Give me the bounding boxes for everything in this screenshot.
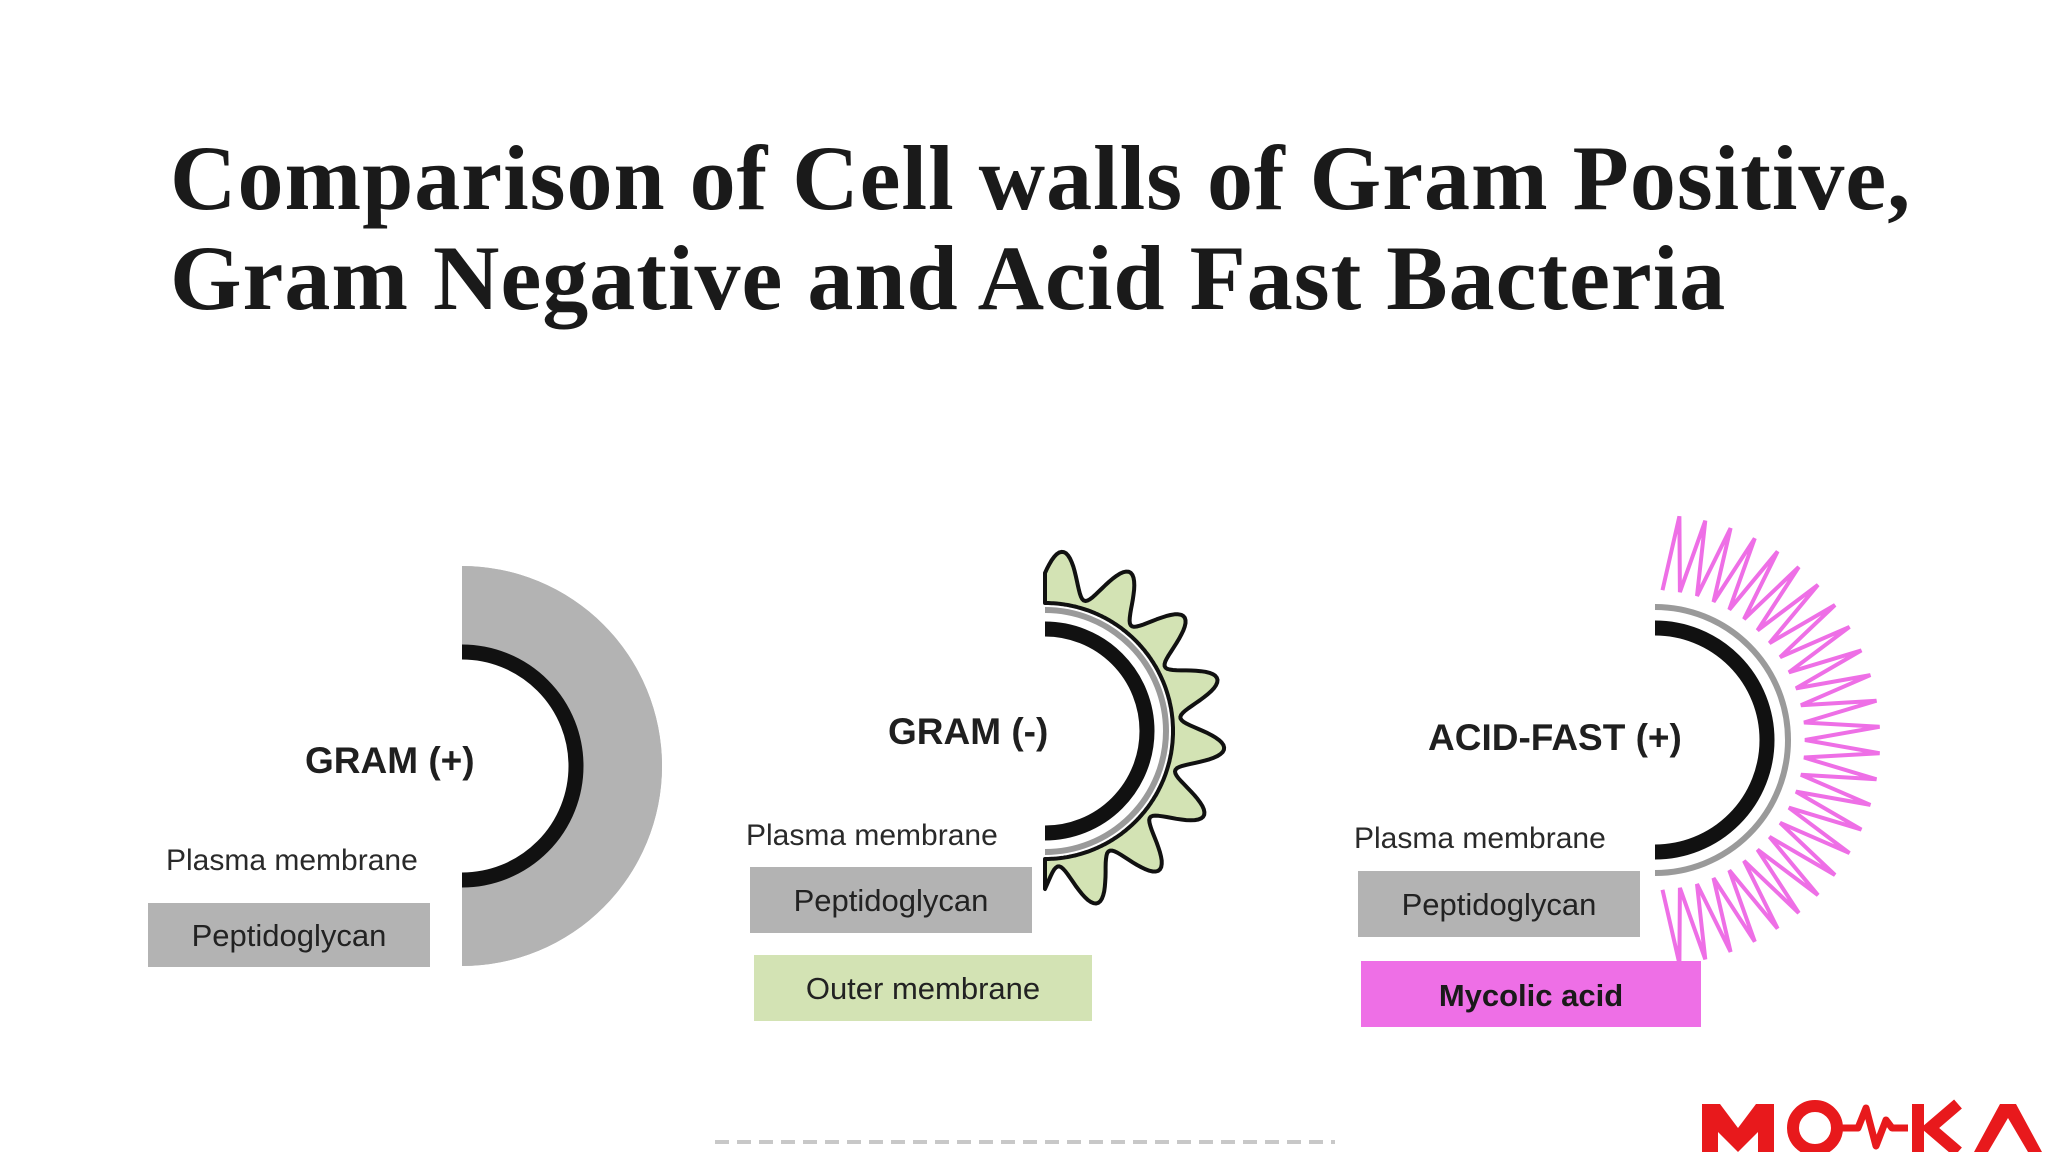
- panel-gram-positive: GRAM (+) Plasma membrane Peptidoglycan: [148, 566, 662, 967]
- gram-positive-peptidoglycan-label: Peptidoglycan: [192, 918, 387, 953]
- acid-fast-peptidoglycan-ring: [1654, 604, 1791, 876]
- gram-negative-outer-membrane-box: [754, 955, 1092, 1021]
- gram-positive-membrane-label: Plasma membrane: [166, 844, 418, 877]
- gram-negative-peptidoglycan-label: Peptidoglycan: [794, 883, 989, 918]
- gram-negative-peptidoglycan-ring: [1044, 607, 1169, 855]
- acid-fast-mycolic-acid-box: [1361, 961, 1701, 1027]
- gram-positive-plasma-membrane: [461, 644, 584, 888]
- page-title-line-1: Comparison of Cell walls of Gram Positiv…: [170, 127, 1912, 229]
- gram-negative-membrane-label: Plasma membrane: [746, 819, 998, 852]
- gram-positive-heading: GRAM (+): [305, 740, 475, 781]
- acid-fast-membrane-label: Plasma membrane: [1354, 822, 1606, 855]
- acid-fast-peptidoglycan-label: Peptidoglycan: [1402, 887, 1597, 922]
- faint-footer-text: [715, 1140, 1335, 1144]
- gram-positive-peptidoglycan-thick: [462, 566, 662, 966]
- gram-negative-outer-membrane-wavy: [1043, 549, 1227, 906]
- mohka-logo: [1702, 1099, 2042, 1152]
- acid-fast-mycolic-acid-label: Mycolic acid: [1439, 978, 1623, 1013]
- panel-acid-fast: ACID-FAST (+) Plasma membrane Peptidogly…: [1354, 515, 1880, 1027]
- acid-fast-heading: ACID-FAST (+): [1428, 717, 1682, 758]
- panel-gram-negative: GRAM (-) Plasma membrane Peptidoglycan O…: [746, 549, 1227, 1021]
- gram-negative-peptidoglycan-box: [750, 867, 1032, 933]
- page-title: Comparison of Cell walls of Gram Positiv…: [170, 128, 1970, 328]
- acid-fast-mycolic-acid-zigzag: [1660, 515, 1880, 965]
- gram-negative-heading: GRAM (-): [888, 711, 1048, 752]
- gram-negative-plasma-membrane: [1044, 621, 1155, 841]
- acid-fast-plasma-membrane: [1654, 620, 1775, 860]
- page-title-line-2: Gram Negative and Acid Fast Bacteria: [170, 227, 1727, 329]
- acid-fast-peptidoglycan-box: [1358, 871, 1640, 937]
- gram-negative-outer-membrane-label: Outer membrane: [806, 971, 1040, 1006]
- gram-positive-peptidoglycan-box: [148, 903, 430, 967]
